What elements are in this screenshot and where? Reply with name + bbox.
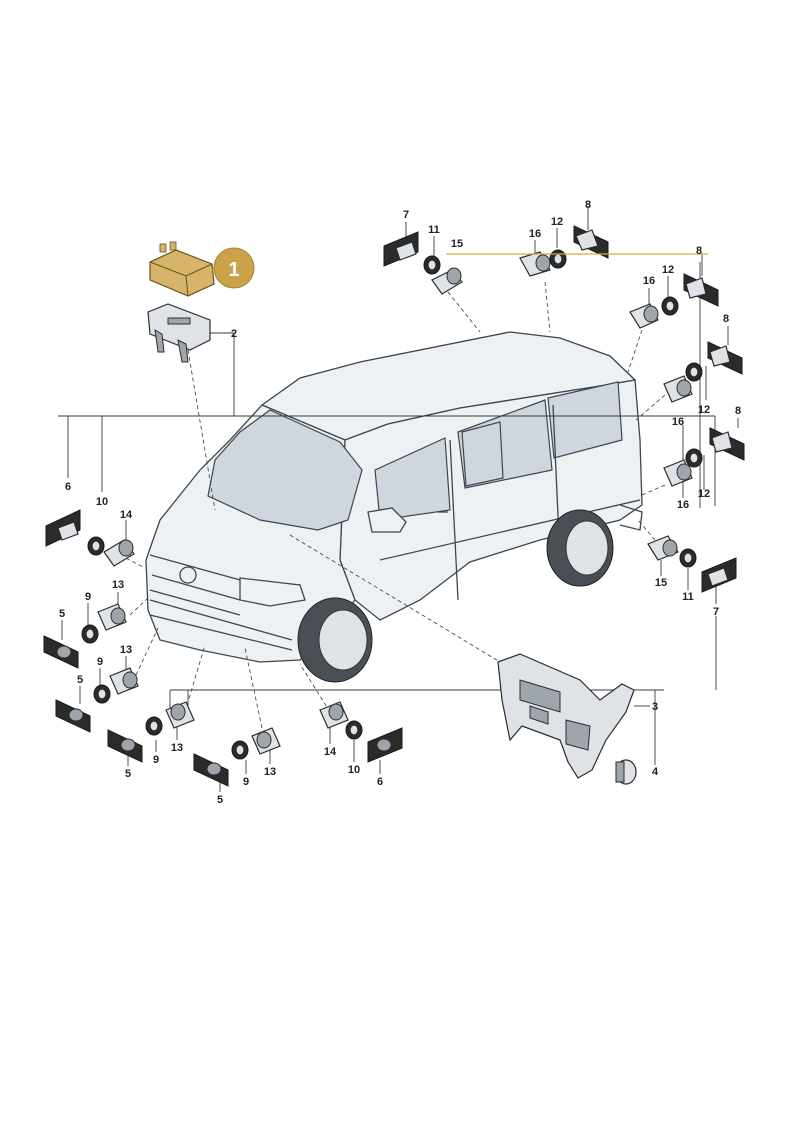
- cover-part-5-bottom-2[interactable]: [193, 753, 229, 787]
- callout-5-bottom-1[interactable]: 5: [125, 768, 131, 780]
- cover-part-6-left[interactable]: [45, 509, 81, 547]
- callout-16-right-3[interactable]: 16: [677, 499, 689, 511]
- sensor-part-16-right-3[interactable]: [663, 459, 693, 487]
- ring-part-12-right-3[interactable]: [685, 448, 703, 468]
- ring-part-11-top[interactable]: [423, 255, 441, 275]
- sensor-part-15-right[interactable]: [647, 535, 679, 561]
- callout-badge-1[interactable]: [213, 247, 255, 289]
- callout-6-left[interactable]: 6: [65, 481, 71, 493]
- callout-8-right-1[interactable]: 8: [696, 245, 702, 257]
- callout-13-bottom-1[interactable]: 13: [171, 742, 183, 754]
- callout-9-bottom-1[interactable]: 9: [153, 754, 159, 766]
- callout-15-top[interactable]: 15: [451, 238, 463, 250]
- callout-10-bottom[interactable]: 10: [348, 764, 360, 776]
- callout-1-label: 1: [228, 259, 239, 281]
- callout-7-top[interactable]: 7: [403, 209, 409, 221]
- sensor-part-16-top[interactable]: [519, 251, 551, 277]
- callout-12-right-3[interactable]: 12: [698, 488, 710, 500]
- callout-9-bottom-2[interactable]: 9: [243, 776, 249, 788]
- callout-9-left-1[interactable]: 9: [85, 591, 91, 603]
- ring-part-12-right-2[interactable]: [685, 362, 703, 382]
- callout-5-left-2[interactable]: 5: [77, 674, 83, 686]
- callout-11-right[interactable]: 11: [682, 591, 694, 603]
- callout-8-right-2[interactable]: 8: [723, 313, 729, 325]
- callout-8-right-3[interactable]: 8: [735, 405, 741, 417]
- callout-3[interactable]: 3: [652, 701, 658, 713]
- callout-14-bottom[interactable]: 14: [324, 746, 337, 758]
- callout-4[interactable]: 4: [652, 766, 659, 778]
- cover-part-7-top[interactable]: [383, 231, 419, 267]
- callout-12-right-2[interactable]: 12: [698, 404, 710, 416]
- cover-part-8-right-3[interactable]: [709, 427, 745, 461]
- sensor-part-13-left-2[interactable]: [109, 667, 139, 695]
- callout-12-right-1[interactable]: 12: [662, 264, 674, 276]
- callout-6-bottom[interactable]: 6: [377, 776, 383, 788]
- cover-part-8-right-1[interactable]: [683, 273, 719, 307]
- callout-10-left[interactable]: 10: [96, 496, 108, 508]
- cover-part-7-right[interactable]: [701, 557, 737, 593]
- callout-13-left-1[interactable]: 13: [112, 579, 124, 591]
- bracket-part-3[interactable]: [497, 653, 635, 779]
- callout-16-right-2[interactable]: 16: [672, 416, 684, 428]
- sensor-part-16-right-2[interactable]: [663, 375, 693, 403]
- callout-labels: 2 7 11 15 16 12 8 8 12 16 8 12 16 8 12 1…: [59, 199, 741, 806]
- callout-13-left-2[interactable]: 13: [120, 644, 132, 656]
- ring-part-10-left[interactable]: [87, 536, 105, 556]
- callout-16-right-1[interactable]: 16: [643, 275, 655, 287]
- callout-15-right[interactable]: 15: [655, 577, 667, 589]
- callout-12-top[interactable]: 12: [551, 216, 563, 228]
- callout-11-top[interactable]: 11: [428, 224, 440, 236]
- callout-9-left-2[interactable]: 9: [97, 656, 103, 668]
- ring-part-11-right[interactable]: [679, 548, 697, 568]
- sensor-part-13-bottom-2[interactable]: [251, 727, 281, 755]
- callout-7-right[interactable]: 7: [713, 606, 719, 618]
- sensor-part-14-bottom[interactable]: [319, 701, 349, 729]
- sensor-part-13-bottom-1[interactable]: [165, 701, 195, 729]
- cover-part-6-bottom[interactable]: [367, 727, 403, 763]
- sensor-part-13-left-1[interactable]: [97, 603, 127, 631]
- ring-part-9-bottom-1[interactable]: [145, 716, 163, 736]
- van-illustration: [145, 331, 643, 683]
- callout-8-top[interactable]: 8: [585, 199, 591, 211]
- sensor-part-14-left[interactable]: [103, 539, 135, 567]
- sensor-part-4[interactable]: [615, 759, 637, 785]
- ring-part-9-left-1[interactable]: [81, 624, 99, 644]
- cover-part-5-left-1[interactable]: [43, 635, 79, 669]
- callout-2[interactable]: 2: [231, 328, 237, 340]
- ring-part-9-left-2[interactable]: [93, 684, 111, 704]
- dashed-leaders: [119, 281, 666, 729]
- bracket-part-2[interactable]: [147, 303, 211, 363]
- callout-5-bottom-2[interactable]: 5: [217, 794, 223, 806]
- ring-part-12-top[interactable]: [549, 249, 567, 269]
- callout-13-bottom-2[interactable]: 13: [264, 766, 276, 778]
- callout-14-left[interactable]: 14: [120, 509, 133, 521]
- ring-part-10-bottom[interactable]: [345, 720, 363, 740]
- callout-16-top[interactable]: 16: [529, 228, 541, 240]
- cover-part-8-top[interactable]: [573, 225, 609, 259]
- control-unit-part-1[interactable]: [149, 241, 219, 297]
- sensor-part-15-top[interactable]: [431, 267, 463, 295]
- cover-part-5-left-2[interactable]: [55, 699, 91, 733]
- cover-part-5-bottom-1[interactable]: [107, 729, 143, 763]
- ring-part-9-bottom-2[interactable]: [231, 740, 249, 760]
- sensor-part-16-right-1[interactable]: [629, 303, 659, 329]
- ring-part-12-right-1[interactable]: [661, 296, 679, 316]
- callout-5-left-1[interactable]: 5: [59, 608, 65, 620]
- cover-part-8-right-2[interactable]: [707, 341, 743, 375]
